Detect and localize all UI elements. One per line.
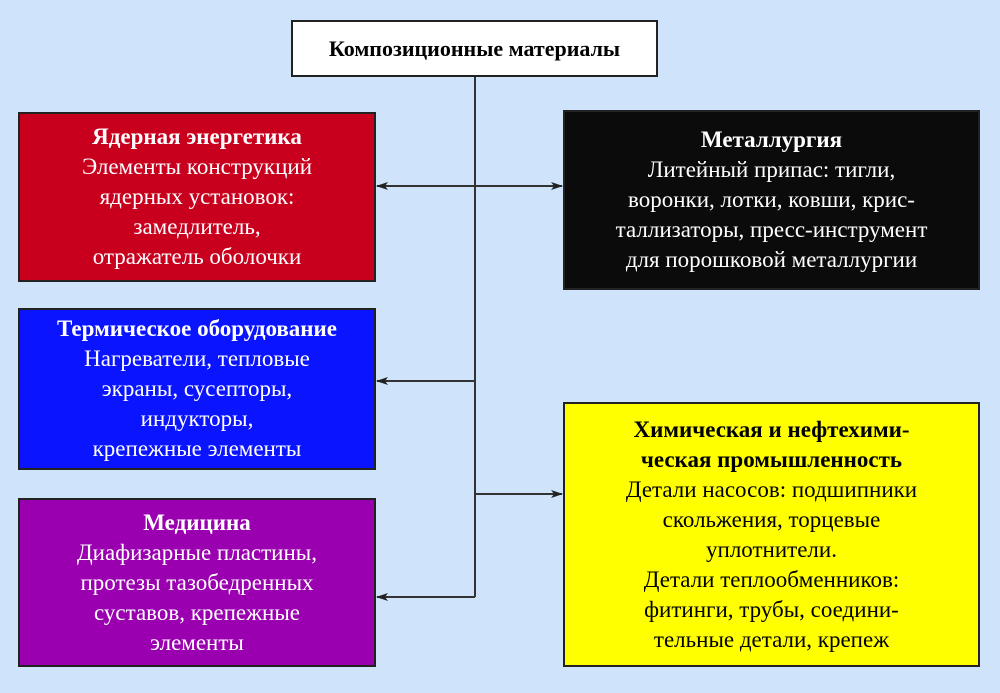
node-line: уплотнители. [706, 536, 837, 562]
node-line: отражатель оболочки [92, 244, 302, 269]
node-line: замедлитель, [133, 214, 261, 239]
node-line: протезы тазобедренных [80, 569, 314, 595]
metallurgy-node: Металлургия Литейный припас: тигли, воро… [563, 110, 980, 290]
node-line: Нагреватели, тепловые [84, 346, 310, 371]
thermal-equipment-node: Термическое оборудование Нагреватели, те… [18, 308, 376, 470]
node-line: ядерных установок: [99, 184, 295, 209]
node-title: ческая промышленность [640, 446, 903, 472]
node-line: Литейный припас: тигли, [647, 157, 896, 182]
node-line: элементы [150, 629, 244, 655]
node-line: Диафизарные пластины, [76, 539, 317, 565]
node-line: суставов, крепежные [94, 599, 300, 625]
node-title: Ядерная энергетика [92, 124, 302, 149]
node-line: Детали насосов: подшипники [625, 476, 918, 502]
node-line: для порошковой металлургии [625, 247, 918, 272]
root-title: Композиционные материалы [328, 35, 621, 61]
root-node: Композиционные материалы [291, 20, 658, 77]
node-line: экраны, сусепторы, [101, 376, 293, 401]
node-line: тельные детали, крепеж [653, 626, 890, 652]
node-line: Детали теплообменников: [643, 566, 900, 592]
node-title: Химическая и нефтехими- [633, 416, 910, 442]
node-line: скольжения, торцевые [662, 506, 881, 532]
node-title: Медицина [143, 509, 251, 535]
nuclear-energy-node: Ядерная энергетика Элементы конструкций … [18, 112, 376, 282]
node-title: Металлургия [700, 127, 843, 152]
node-title: Термическое оборудование [56, 316, 338, 341]
chemical-industry-node: Химическая и нефтехими- ческая промышлен… [563, 402, 980, 667]
node-line: Элементы конструкций [81, 154, 313, 179]
node-line: индукторы, [140, 406, 254, 431]
medicine-node: Медицина Диафизарные пластины, протезы т… [18, 498, 376, 667]
node-line: воронки, лотки, ковши, крис- [628, 187, 915, 212]
node-line: крепежные элементы [92, 436, 302, 461]
node-line: фитинги, трубы, соедини- [644, 596, 899, 622]
node-line: таллизаторы, пресс-инструмент [615, 217, 928, 242]
